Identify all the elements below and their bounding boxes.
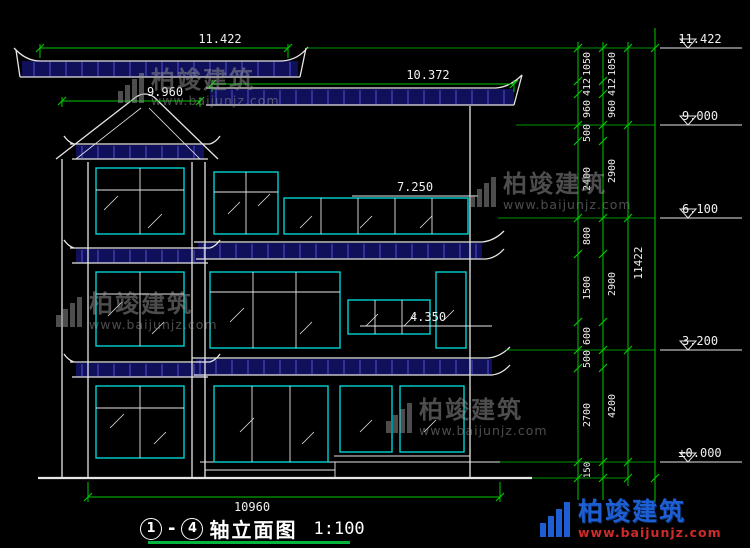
balcony-2f-edge xyxy=(194,230,505,260)
brand-logo: 柏竣建筑 www.baijunjz.com xyxy=(540,497,722,541)
bay-eave-band-2 xyxy=(76,249,204,263)
top-roof-ticks xyxy=(33,62,291,76)
right-roof-band xyxy=(210,89,514,105)
axis-bubble-start: 1 xyxy=(140,517,162,540)
chain-inner-8: 500 xyxy=(582,350,593,368)
chain-inner-9: 2700 xyxy=(582,403,593,427)
chain-outer-3: 2900 xyxy=(607,159,618,183)
building-outline xyxy=(13,46,532,480)
dim-bottom-width: 10960 xyxy=(234,500,270,514)
window-2f-center xyxy=(347,299,431,335)
balcony-2f-ticks xyxy=(203,244,477,258)
bay-eave-2-edge xyxy=(63,239,221,264)
balcony-1f-edge xyxy=(192,346,511,376)
entrance-door xyxy=(213,385,329,463)
flag-triangles xyxy=(678,38,698,463)
right-roof-ticks xyxy=(215,90,505,104)
bay-eave-3-edge xyxy=(63,353,221,378)
annotation-leaders xyxy=(352,195,492,327)
annotation-level-2f: 7.250 xyxy=(397,180,433,194)
axis-bubble-end: 4 xyxy=(181,517,204,540)
brand-name: 柏竣建筑 xyxy=(578,497,687,526)
brand-url: www.baijunjz.com xyxy=(578,525,722,541)
chain-base-offset: 150 xyxy=(583,462,593,478)
elevation-label-2f: 6.100 xyxy=(682,202,718,216)
right-roof-edge xyxy=(206,74,523,106)
axis-separator: - xyxy=(168,518,176,539)
dim-extension-lines xyxy=(39,44,515,502)
roof-tile-ticks xyxy=(33,62,505,376)
drawing-title: 1 - 4 轴立面图 1:100 xyxy=(140,514,365,543)
chain-inner-6: 1500 xyxy=(582,276,593,300)
bay-eave-ticks xyxy=(81,146,195,376)
balcony-eave-band-2f xyxy=(198,243,482,259)
bay-eave-1-edge xyxy=(63,135,221,160)
balcony-1f-ticks xyxy=(199,360,489,374)
dim-right-roof-width: 10.372 xyxy=(406,68,449,82)
chain-outer-2: 960 xyxy=(607,100,618,118)
elevation-label-ground: ±0.000 xyxy=(678,446,721,460)
chain-inner-5: 800 xyxy=(582,227,593,245)
window-mullions xyxy=(96,168,455,462)
level-connector-lines xyxy=(306,47,655,479)
elevation-flags xyxy=(352,38,742,463)
annotation-level-1f: 4.350 xyxy=(410,310,446,324)
floor-line xyxy=(200,461,500,478)
chain-inner-1: 412 xyxy=(582,78,593,96)
window-3f-ribbon xyxy=(283,197,469,235)
chain-inner-4: 2400 xyxy=(582,167,593,191)
elevation-texts: 11.422 9.000 6.100 3.200 ±0.000 xyxy=(678,32,721,460)
flag-lines xyxy=(660,47,742,463)
window-1f-center xyxy=(339,385,393,453)
bay-eave-band-1 xyxy=(76,145,204,159)
dim-chain-verticals xyxy=(577,28,656,505)
dimension-lines xyxy=(35,28,660,505)
dim-tick-slashes xyxy=(35,43,660,502)
brand-logo-icon xyxy=(540,502,570,538)
wall-lines xyxy=(61,106,471,478)
chain-outer-0: 1050 xyxy=(607,52,618,76)
chain-outer-1: 412 xyxy=(607,78,618,96)
chain-inner-2: 960 xyxy=(582,100,593,118)
elevation-label-3f: 9.000 xyxy=(682,109,718,123)
gable-roof-inner xyxy=(75,107,201,160)
chain-inner-7: 600 xyxy=(582,327,593,345)
window-2f-left xyxy=(209,271,341,349)
gable-roof xyxy=(55,93,219,160)
chain-inner-texts: 1050 412 960 500 2400 800 1500 600 500 2… xyxy=(582,52,593,478)
window-1f-right xyxy=(399,385,465,453)
chain-inner-3: 500 xyxy=(582,124,593,142)
dimension-texts: 11.422 10.372 9.960 7.250 4.350 10960 xyxy=(147,32,450,514)
dim-left-roof-width: 9.960 xyxy=(147,85,183,99)
window-2f-right xyxy=(435,271,467,349)
drawing-scale: 1:100 xyxy=(313,518,365,539)
chain-outer-4: 2900 xyxy=(607,272,618,296)
chain-total-height: 11422 xyxy=(632,246,645,279)
bay-eave-band-3 xyxy=(76,363,204,377)
mullion-lines xyxy=(96,168,433,462)
horizontal-dim-lines xyxy=(40,47,514,498)
elevation-label-roof: 11.422 xyxy=(678,32,721,46)
drawing-title-text: 轴立面图 xyxy=(209,518,298,542)
chain-inner-0: 1050 xyxy=(582,52,593,76)
top-roof-edge xyxy=(13,46,309,78)
elevation-label-1f: 3.200 xyxy=(682,334,718,348)
title-underline xyxy=(148,541,350,544)
chain-outer-texts: 1050 412 960 2900 2900 4200 11422 xyxy=(607,52,645,418)
dim-top-width: 11.422 xyxy=(198,32,241,46)
chain-outer-5: 4200 xyxy=(607,394,618,418)
top-roof-band xyxy=(22,61,298,77)
glazing-slashes xyxy=(103,193,455,445)
